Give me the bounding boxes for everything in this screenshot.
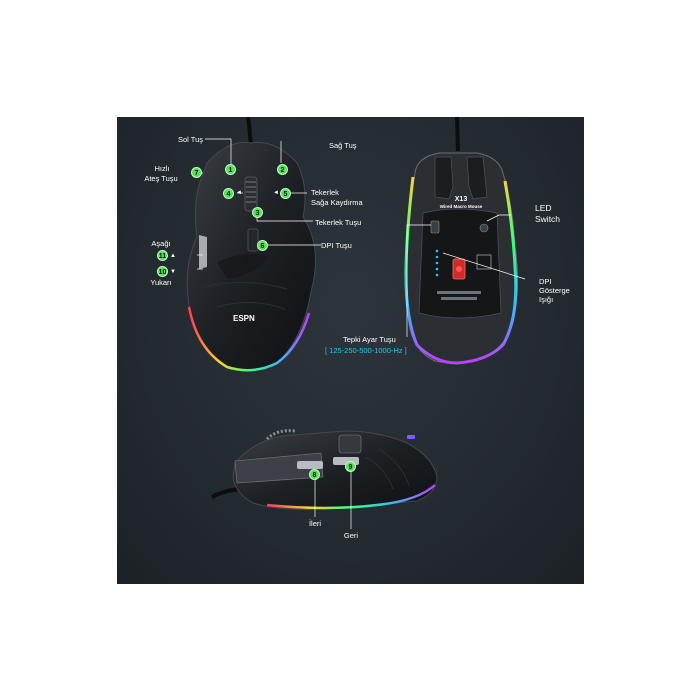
label-gosterge: Gösterge	[539, 286, 570, 295]
label-sag-tus: Sağ Tuş	[329, 141, 357, 150]
brand-logo: ESPN	[233, 314, 255, 323]
polling-rate-switch	[430, 220, 440, 234]
label-ileri: İleri	[308, 519, 322, 528]
forward-button	[297, 461, 323, 469]
badge-3: 3	[252, 207, 263, 218]
label-tekerlek-tusu: Tekerlek Tuşu	[315, 218, 362, 227]
label-ates-tusu: Ateş Tuşu	[144, 174, 178, 183]
badge-1: 1	[225, 164, 236, 175]
mouse-illustrations	[186, 117, 526, 529]
model-name: X13	[454, 196, 468, 203]
label-dpi: DPI	[539, 277, 552, 286]
label-saga-kaydirma: Sağa Kaydırma	[311, 198, 363, 207]
badge-8: 8	[309, 469, 320, 480]
side-view-mouse	[232, 429, 438, 510]
label-tekerlek: Tekerlek	[311, 188, 339, 197]
model-subtitle: Wired Macro Mouse	[439, 204, 483, 209]
badge-2: 2	[277, 164, 288, 175]
side-buttons	[199, 235, 207, 269]
label-tepki-values: [ 125-250-500-1000-Hz ]	[325, 346, 407, 355]
label-switch: Switch	[535, 214, 561, 224]
badge-4: 4	[223, 188, 234, 199]
scroll-wheel	[244, 176, 258, 212]
badge-11: 11	[157, 250, 168, 261]
label-dpi-tusu: DPI Tuşu	[321, 241, 352, 250]
label-hizli: Hızlı	[154, 164, 170, 173]
badge-6: 6	[257, 240, 268, 251]
label-yukari: Yukarı	[150, 278, 172, 287]
label-isigi: Işığı	[539, 295, 554, 304]
label-led: LED	[535, 203, 552, 213]
badge-10: 10	[157, 266, 168, 277]
label-asagi: Aşağı	[151, 239, 171, 248]
badge-5: 5	[280, 188, 291, 199]
top-view-mouse	[186, 141, 316, 372]
side-scroll-wheel	[338, 434, 362, 454]
arrow-down-icon: ▼	[170, 269, 176, 275]
label-geri: Geri	[343, 531, 359, 540]
bottom-view-mouse	[404, 152, 519, 365]
arrow-left-icon-2: ◄	[273, 190, 279, 196]
led-switch-button	[479, 223, 489, 233]
badge-7: 7	[191, 167, 202, 178]
dpi-button	[247, 228, 259, 252]
arrow-left-icon: ◄	[236, 190, 242, 196]
label-sol-tus: Sol Tuş	[177, 135, 203, 144]
bottom-mouse-cable	[455, 117, 460, 152]
label-tepki-ayar-tusu: Tepki Ayar Tuşu	[343, 335, 396, 344]
arrow-up-icon: ▲	[170, 253, 176, 259]
badge-9: 9	[345, 461, 356, 472]
product-infographic-panel: Sol Tuş 1 Sağ Tuş 2 Hızlı Ateş Tuşu 7 4 …	[117, 117, 584, 584]
